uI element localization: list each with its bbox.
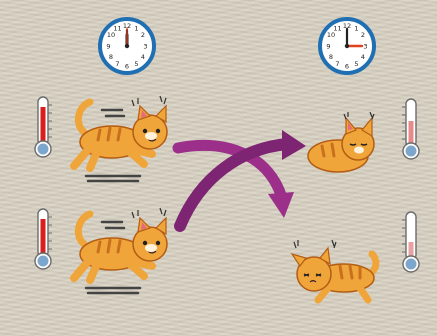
running-cat-bottom — [70, 206, 180, 301]
thermometer-icon-bottom-left — [32, 207, 54, 271]
svg-text:5: 5 — [134, 60, 138, 68]
thermometer-icon-top-right — [400, 97, 422, 161]
exhausted-cat — [288, 238, 384, 304]
svg-text:7: 7 — [115, 60, 119, 68]
thermometer-icon-top-left — [32, 95, 54, 159]
svg-text:9: 9 — [326, 43, 330, 51]
svg-text:4: 4 — [361, 53, 365, 61]
svg-text:5: 5 — [354, 60, 358, 68]
running-cat-top — [70, 94, 180, 189]
svg-text:6: 6 — [345, 63, 349, 71]
crossing-arrows — [170, 118, 310, 238]
svg-text:2: 2 — [141, 31, 145, 39]
svg-text:6: 6 — [125, 63, 129, 71]
svg-text:11: 11 — [333, 25, 341, 33]
svg-text:2: 2 — [361, 31, 365, 39]
svg-text:7: 7 — [335, 60, 339, 68]
svg-text:11: 11 — [113, 25, 121, 33]
svg-text:1: 1 — [134, 25, 138, 33]
svg-text:8: 8 — [109, 53, 113, 61]
svg-text:9: 9 — [106, 43, 110, 51]
svg-text:3: 3 — [143, 43, 147, 51]
svg-text:4: 4 — [141, 53, 145, 61]
svg-text:1: 1 — [354, 25, 358, 33]
svg-text:8: 8 — [329, 53, 333, 61]
resting-cat — [304, 108, 384, 178]
svg-text:3: 3 — [363, 43, 367, 51]
thermometer-icon-bottom-right — [400, 210, 422, 274]
